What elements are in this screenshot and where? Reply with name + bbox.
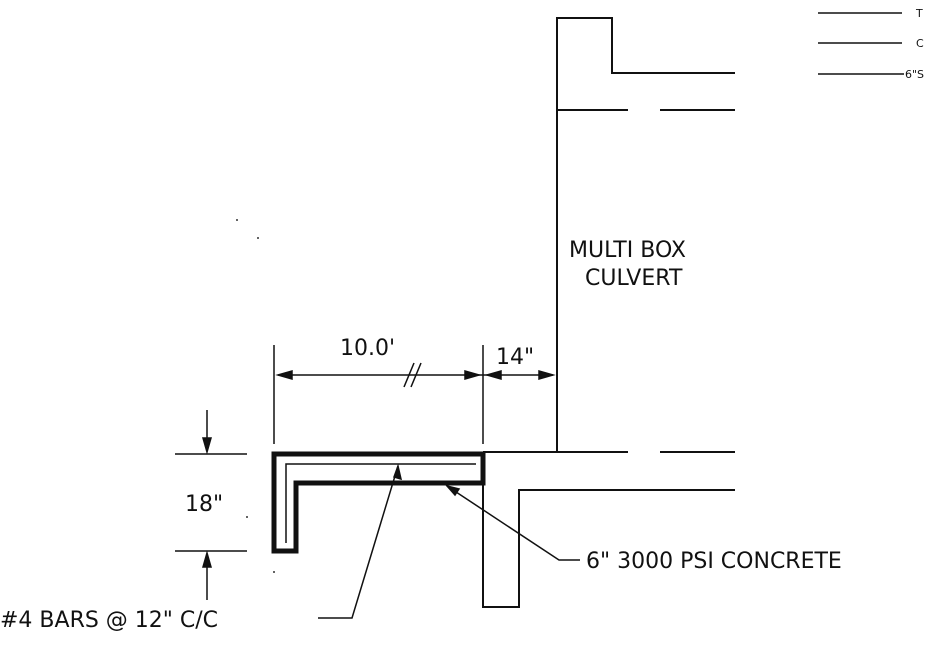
legend	[818, 12, 904, 75]
scan-specks	[236, 219, 275, 573]
dim-length-label: 10.0'	[340, 336, 395, 361]
culvert-wall	[482, 17, 735, 608]
dimension-depth	[175, 410, 247, 600]
legend-item-1: T	[915, 7, 923, 20]
legend-item-2: C	[916, 37, 924, 50]
rebar-note: #4 BARS @ 12" C/C	[0, 608, 218, 633]
dim-depth-label: 18"	[185, 492, 223, 517]
dim-offset-label: 14"	[496, 345, 534, 370]
legend-item-3: 6"S	[905, 68, 924, 81]
culvert-label-line1: MULTI BOX	[569, 238, 686, 263]
leader-lines	[318, 463, 580, 619]
rebar	[285, 463, 476, 543]
culvert-label-line2: CULVERT	[585, 266, 683, 291]
dimension-length	[273, 345, 556, 444]
concrete-note: 6" 3000 PSI CONCRETE	[586, 549, 842, 574]
apron-slab	[271, 451, 486, 554]
